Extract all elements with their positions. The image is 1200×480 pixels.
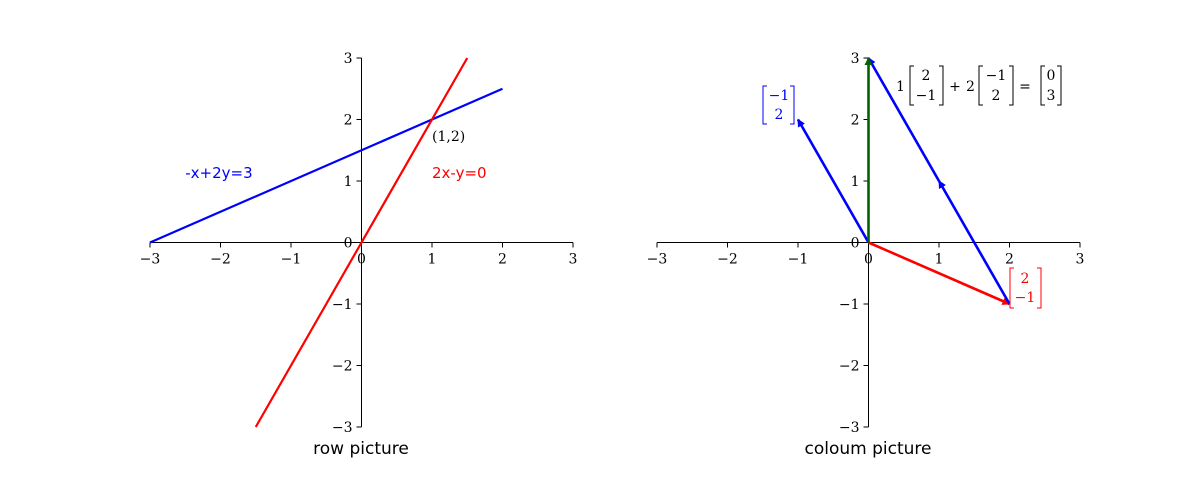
x-tick-label: 2: [1005, 252, 1014, 268]
row-picture-plot: −3 −2 −1 0 1 2 3 −3 −2 −1 0 1 2 3 (1,2) -x+2y=3 2x-y=…: [140, 51, 578, 459]
column-picture-caption: coloum picture: [805, 439, 932, 459]
row-series-layer: [149, 57, 503, 428]
result-bottom: 3: [1047, 88, 1056, 104]
column-picture-plot: −3 −2 −1 0 1 2 3 −3 −2 −1 0 1 2 3 −1 2 2 −1 1 2 −1 + …: [647, 51, 1085, 459]
result-right-bracket: [1057, 65, 1062, 106]
equation-coef-2: 2: [966, 79, 975, 95]
x-tick-label: 1: [935, 252, 944, 268]
vector-label-2-minus1: 2 −1: [1009, 267, 1042, 309]
x-tick-label: −1: [788, 252, 809, 268]
vector-label-top: 2: [1021, 271, 1030, 287]
y-tick-label: 1: [344, 174, 353, 190]
y-tick-label: 2: [851, 113, 860, 129]
y-tick-label: 0: [851, 236, 860, 252]
vector-label-bottom: −1: [1015, 290, 1036, 306]
y-tick-label: −2: [839, 359, 860, 375]
vec1-top: 2: [922, 68, 931, 84]
x-tick-label: −2: [717, 252, 738, 268]
right-bracket: [1037, 267, 1042, 309]
x-tick-label: 3: [1076, 252, 1085, 268]
vector-arrow-blue-2: [937, 180, 1011, 305]
y-tick-label: −3: [839, 420, 860, 436]
blue-line-equation-label: -x+2y=3: [185, 164, 252, 182]
column-axes: −3 −2 −1 0 1 2 3 −3 −2 −1 0 1 2 3: [647, 51, 1085, 436]
x-tick-label: 2: [498, 252, 507, 268]
vector-label-bottom: 2: [775, 107, 784, 123]
equation-plus: +: [949, 79, 961, 95]
linear-combination-equation: 1 2 −1 + 2 −1 2 = 0 3: [896, 65, 1062, 106]
y-tick-label: 3: [344, 51, 353, 67]
y-tick-label: −1: [839, 297, 860, 313]
y-tick-label: −2: [332, 359, 353, 375]
vec2-bottom: 2: [992, 88, 1001, 104]
vec2-top: −1: [986, 68, 1007, 84]
result-top: 0: [1047, 68, 1056, 84]
right-bracket: [790, 85, 795, 125]
x-tick-label: 0: [864, 252, 873, 268]
series-line-red: [254, 57, 469, 428]
x-tick-label: 0: [357, 252, 366, 268]
row-axes: −3 −2 −1 0 1 2 3 −3 −2 −1 0 1 2 3: [140, 51, 578, 436]
vec1-right-bracket: [939, 65, 944, 106]
y-tick-label: 2: [344, 113, 353, 129]
vector-arrow-blue-3: [867, 57, 941, 182]
vector-label-minus1-2: −1 2: [762, 85, 795, 125]
x-tick-label: 3: [569, 252, 578, 268]
x-tick-label: 1: [428, 252, 437, 268]
equation-coef-1: 1: [896, 79, 905, 95]
y-tick-label: −3: [332, 420, 353, 436]
x-tick-label: −1: [281, 252, 302, 268]
x-tick-label: −2: [210, 252, 231, 268]
x-tick-label: −3: [647, 252, 668, 268]
vec1-left-bracket: [909, 65, 914, 106]
row-picture-caption: row picture: [313, 439, 409, 459]
x-tick-label: −3: [140, 252, 161, 268]
vec2-right-bracket: [1009, 65, 1014, 106]
column-vectors-layer: [796, 57, 1011, 306]
left-bracket: [762, 85, 767, 125]
red-line-equation-label: 2x-y=0: [432, 164, 487, 182]
y-tick-label: 3: [851, 51, 860, 67]
vector-arrow-blue-0: [796, 118, 870, 244]
y-tick-label: −1: [332, 297, 353, 313]
vector-arrow-red-1: [867, 241, 1011, 306]
vec2-left-bracket: [978, 65, 983, 106]
y-tick-label: 0: [344, 236, 353, 252]
vec1-bottom: −1: [916, 88, 937, 104]
y-tick-label: 1: [851, 174, 860, 190]
left-bracket: [1009, 267, 1014, 309]
equation-equals: =: [1019, 79, 1031, 95]
intersection-point-label: (1,2): [432, 129, 465, 145]
series-line-blue: [149, 87, 503, 244]
vector-label-top: −1: [769, 88, 790, 104]
result-left-bracket: [1040, 65, 1045, 106]
